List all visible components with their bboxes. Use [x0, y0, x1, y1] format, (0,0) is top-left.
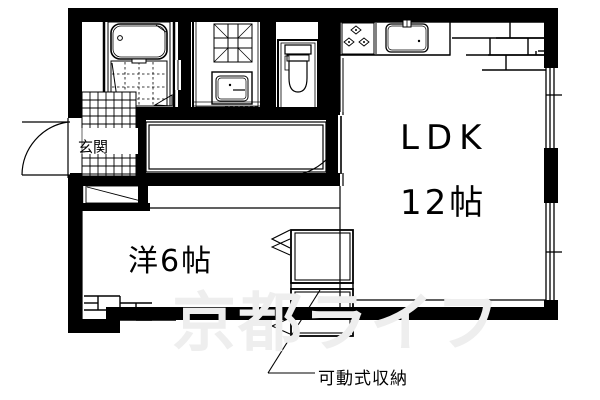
bath-faucet	[131, 58, 147, 64]
washroom-fixtures	[192, 17, 262, 111]
toilet-fixtures	[277, 39, 319, 113]
structural-walls	[68, 8, 558, 333]
genkan-label: 玄関	[78, 138, 109, 156]
genkan	[80, 91, 138, 177]
ldk-room-label: LDK	[400, 118, 489, 158]
kitchen-sink	[385, 19, 429, 53]
bathroom-fixtures	[102, 16, 181, 112]
movable-storage-upper	[270, 229, 354, 290]
corridor	[145, 121, 327, 173]
bathtub-drain	[117, 35, 123, 41]
western-room-label: 洋6帖	[128, 244, 214, 279]
shoe-box	[78, 180, 150, 211]
genkan-tile-hatch	[82, 92, 136, 176]
bath-door-icon	[153, 94, 173, 107]
ldk-area-label: 12帖	[400, 183, 487, 223]
window-right-lower	[545, 200, 562, 305]
ldk-door[interactable]	[285, 115, 345, 177]
window-room-upper	[270, 229, 291, 249]
kitchen-fixtures	[339, 19, 451, 112]
window-right-upper	[545, 62, 562, 152]
movable-storage-lower	[270, 288, 354, 337]
upper-shelf	[450, 21, 549, 71]
entrance-door[interactable]	[20, 118, 74, 178]
wash-basin	[211, 71, 253, 105]
sink-drain	[417, 39, 421, 43]
closet-shelf	[84, 295, 176, 321]
washing-machine-pan	[213, 23, 253, 63]
storage-leader-line	[267, 289, 321, 374]
toilet-bowl	[288, 60, 308, 93]
leader-arrow-upper	[270, 238, 291, 256]
leader-arrow-lower	[270, 317, 291, 335]
watermark-text: 京都ライフ	[172, 287, 502, 361]
gas-stove	[341, 22, 375, 55]
movable-storage-label: 可動式収納	[318, 369, 408, 389]
toilet-tank	[284, 44, 312, 55]
